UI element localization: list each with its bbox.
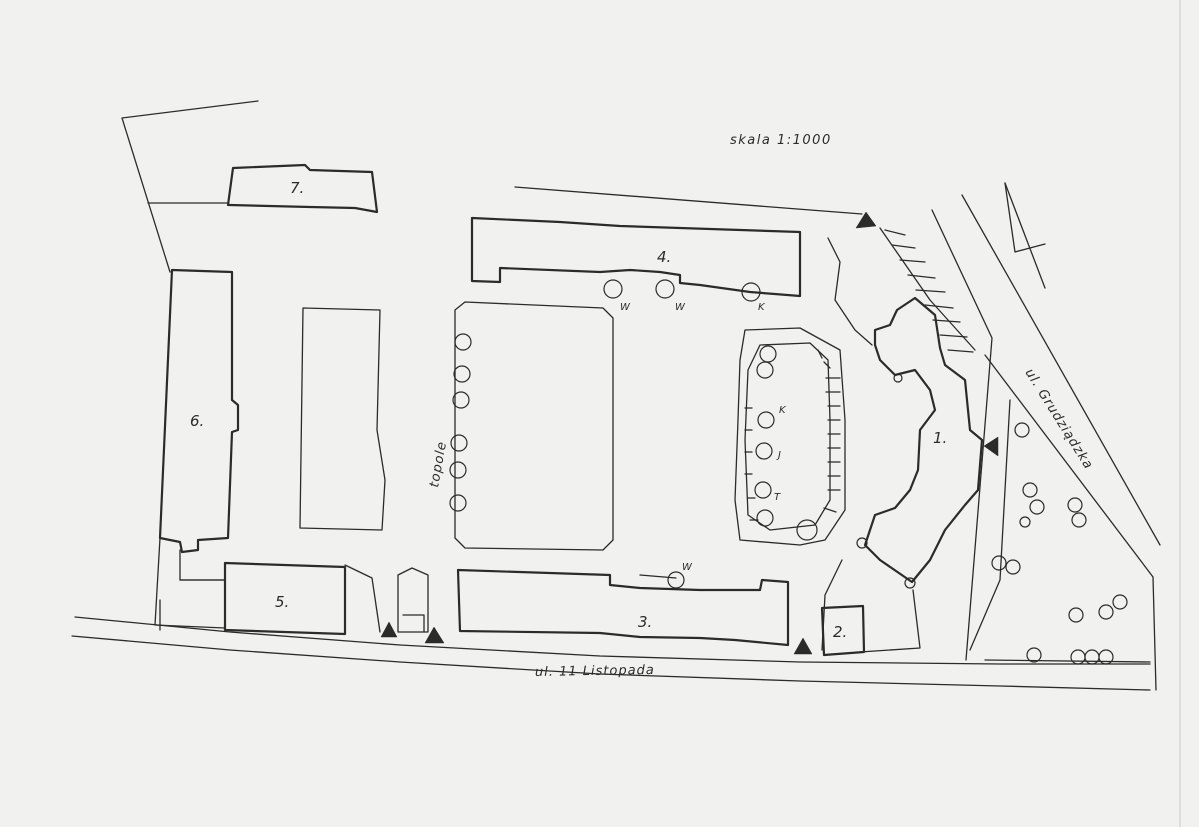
tree-building-3: [667, 571, 685, 589]
building-1[interactable]: [856, 296, 984, 589]
tree-mark: T: [774, 492, 781, 503]
entrance-marker-icon: [983, 436, 999, 457]
north-arrow-icon: [1004, 182, 1046, 289]
building-label-2: 2.: [833, 623, 847, 641]
park-trees: [991, 422, 1128, 665]
sheet-edge: [1179, 0, 1181, 827]
tree-mark: K: [779, 405, 787, 416]
poplar-trees: [449, 333, 472, 512]
building-label-7: 7.: [290, 179, 304, 197]
building-5[interactable]: [223, 561, 347, 636]
tree-mark: W: [682, 562, 693, 573]
parking-hatch: [884, 229, 974, 353]
street-label-main: ul. 11 Listopada: [535, 663, 655, 680]
building-6[interactable]: [158, 268, 240, 554]
entrance-marker-icon: [793, 637, 813, 655]
tree-mark: K: [758, 302, 766, 313]
street-grudziadzka: [931, 194, 1161, 691]
tree-mark: W: [675, 302, 686, 313]
building-label-6: 6.: [190, 412, 204, 430]
tree-mark: J: [776, 450, 781, 461]
entrance-marker-icon: [424, 626, 445, 644]
building-2[interactable]: [820, 604, 866, 657]
building-label-4: 4.: [657, 248, 671, 266]
scale-label: skala 1:1000: [730, 133, 832, 148]
entrance-markers: [380, 211, 999, 655]
area-label-topole: topole: [427, 440, 450, 489]
trees-oval: [754, 345, 818, 541]
building-label-5: 5.: [275, 593, 289, 611]
fence-lines: [121, 100, 1151, 663]
trees-building-4: [603, 279, 761, 302]
building-7[interactable]: [226, 163, 379, 214]
street-label-side: ul. Grudziądzka: [1022, 366, 1096, 472]
entrance-marker-icon: [855, 211, 877, 229]
tree-mark: W: [620, 302, 631, 313]
entrance-marker-icon: [380, 621, 398, 638]
building-label-1: 1.: [933, 429, 947, 447]
sports-field: [454, 301, 614, 551]
building-label-3: 3.: [638, 613, 652, 631]
building-4[interactable]: [470, 216, 802, 298]
oval-courtyard: [734, 327, 846, 546]
green-area: [299, 307, 386, 531]
street-11-listopada: [71, 616, 1151, 691]
building-3[interactable]: [456, 568, 790, 647]
garage: [397, 567, 429, 633]
